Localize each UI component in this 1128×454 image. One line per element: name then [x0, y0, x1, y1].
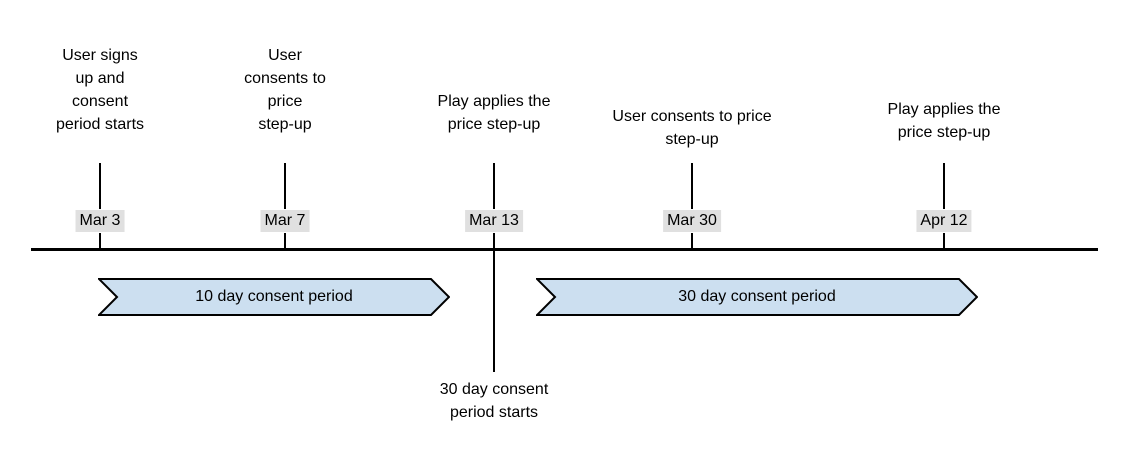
date-chip-mar-7: Mar 7: [260, 210, 310, 232]
period-banner-30-day: 30 day consent period: [536, 278, 978, 316]
date-chip-apr-12: Apr 12: [916, 210, 972, 232]
event-caption-mar-13: Play applies the price step-up: [437, 93, 551, 133]
period-label-10-day: 10 day consent period: [195, 288, 353, 305]
event-caption-mar-30: User consents to price step-up: [612, 108, 772, 148]
chevron-shape-icon: [536, 278, 978, 316]
tick-stem-mar-30: [691, 163, 693, 209]
event-caption-apr-12: Play applies the price step-up: [887, 101, 1001, 141]
timeline-axis: [31, 248, 1098, 251]
chevron-shape-icon: [98, 278, 450, 316]
tick-stem-lower-mar-3: [99, 233, 101, 249]
period-banner-10-day: 10 day consent period: [98, 278, 450, 316]
tick-stem-apr-12: [943, 163, 945, 209]
tick-stem-lower-apr-12: [943, 233, 945, 249]
date-chip-mar-3: Mar 3: [75, 210, 125, 232]
date-chip-mar-30: Mar 30: [663, 210, 721, 232]
below-caption-30-day-start: 30 day consent period starts: [439, 381, 549, 421]
tick-stem-mar-13: [493, 163, 495, 209]
event-caption-mar-7: User consents to price step-up: [244, 47, 326, 133]
tick-stem-mar-3: [99, 163, 101, 209]
period-label-30-day: 30 day consent period: [678, 288, 836, 305]
date-chip-mar-13: Mar 13: [465, 210, 523, 232]
tick-stem-lower-mar-13: [493, 233, 495, 249]
event-caption-mar-3: User signs up and consent period starts: [55, 47, 145, 133]
tick-stem-mar-7: [284, 163, 286, 209]
drop-line-mar-13: [493, 249, 495, 372]
tick-stem-lower-mar-30: [691, 233, 693, 249]
tick-stem-lower-mar-7: [284, 233, 286, 249]
